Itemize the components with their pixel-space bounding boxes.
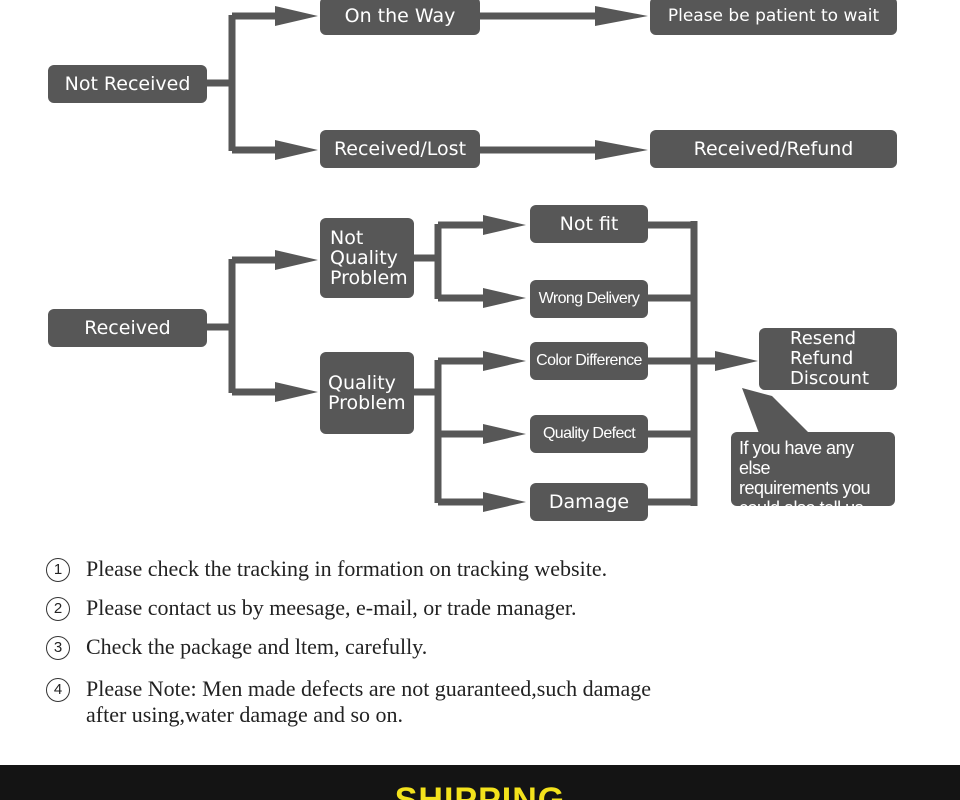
node-received-refund: Received/Refund	[650, 130, 897, 168]
instruction-text: Please Note: Men made defects are not gu…	[86, 676, 652, 727]
flow-connectors	[207, 6, 812, 512]
node-damage: Damage	[530, 483, 648, 521]
shipping-title: SHIPPING	[394, 781, 566, 800]
instructions-list: 1 Please check the tracking in formation…	[46, 556, 906, 741]
step-number-badge: 1	[46, 558, 70, 582]
instruction-text: Please contact us by meesage, e-mail, or…	[86, 595, 577, 620]
instruction-item: 3 Check the package and ltem, carefully.	[46, 634, 906, 660]
shipping-banner: SHIPPING	[0, 765, 960, 800]
step-number-badge: 2	[46, 597, 70, 621]
node-not-quality-problem: Not Quality Problem	[320, 218, 414, 298]
node-on-the-way: On the Way	[320, 0, 480, 35]
step-number-badge: 4	[46, 678, 70, 702]
note-bubble: If you have any else requirements you co…	[731, 432, 895, 518]
instruction-item: 4 Please Note: Men made defects are not …	[46, 676, 906, 728]
node-not-received: Not Received	[48, 65, 207, 103]
node-resend-refund-discount: Resend Refund Discount	[759, 328, 897, 390]
node-wrong-delivery: Wrong Delivery	[530, 280, 648, 318]
instruction-item: 2 Please contact us by meesage, e-mail, …	[46, 595, 906, 621]
node-please-wait: Please be patient to wait	[650, 0, 897, 35]
node-received: Received	[48, 309, 207, 347]
node-quality-problem: Quality Problem	[320, 352, 414, 434]
node-received-lost: Received/Lost	[320, 130, 480, 168]
instruction-text: Check the package and ltem, carefully.	[86, 634, 428, 659]
node-not-fit: Not fit	[530, 205, 648, 243]
node-color-difference: Color Difference	[530, 342, 648, 380]
node-quality-defect: Quality Defect	[530, 415, 648, 453]
instruction-item: 1 Please check the tracking in formation…	[46, 556, 906, 582]
step-number-badge: 3	[46, 636, 70, 660]
instruction-text: Please check the tracking in formation o…	[86, 556, 608, 581]
